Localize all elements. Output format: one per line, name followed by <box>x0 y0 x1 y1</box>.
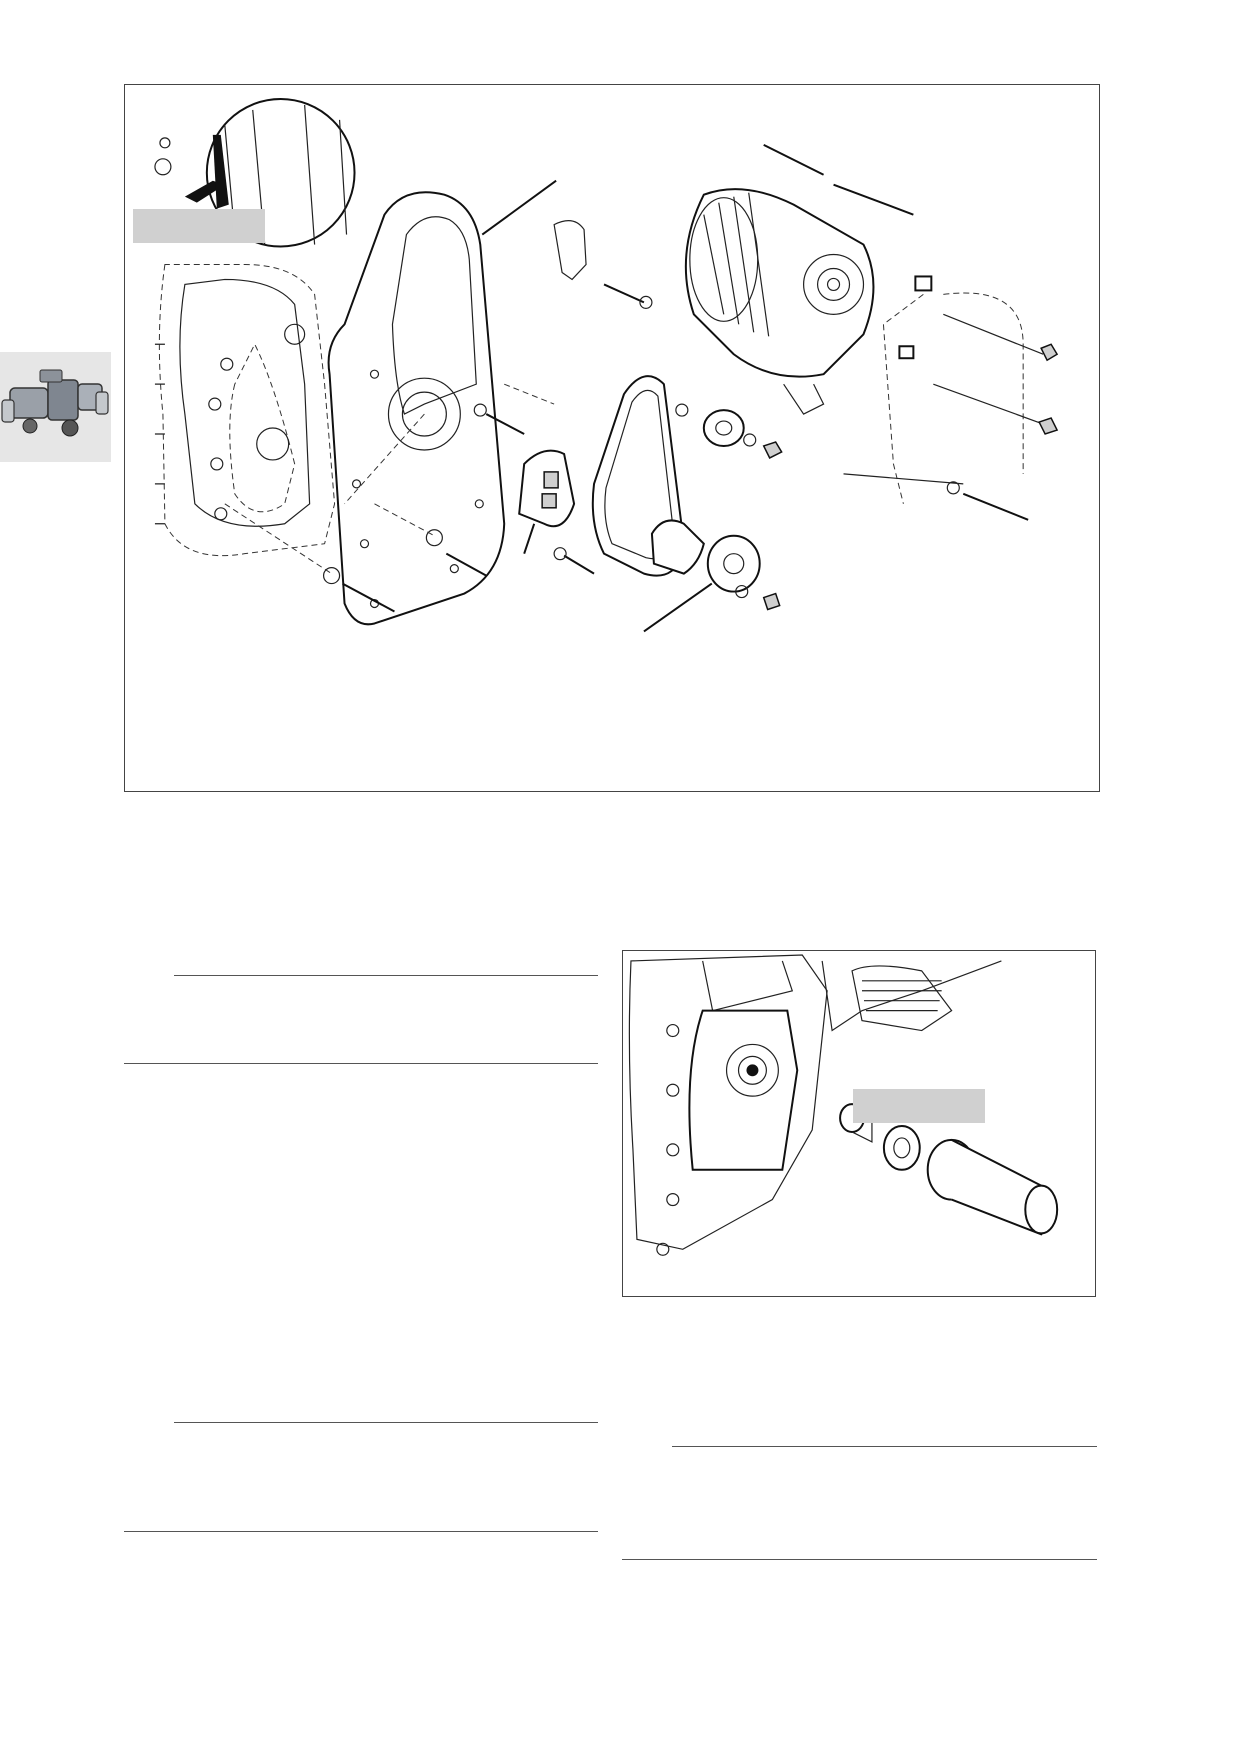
alternator-drawing <box>684 143 933 415</box>
divider-rule <box>174 975 598 976</box>
mounting-frame-drawing <box>843 292 1059 521</box>
divider-rule <box>672 1446 1097 1447</box>
divider-rule <box>174 1422 598 1423</box>
engine-thumbnail-icon <box>1 369 109 437</box>
engine-case-drawing <box>628 954 1002 1256</box>
crank-pulley-drawing <box>553 519 781 633</box>
engine-block-drawing <box>154 263 336 557</box>
lower-bolts-drawing <box>224 503 487 613</box>
figure-label-box <box>853 1089 985 1123</box>
figure-label-box <box>133 209 265 243</box>
exploded-view-figure <box>124 84 1100 792</box>
idler-pulley-drawing <box>675 403 783 459</box>
seal-driver-parts <box>839 1103 1059 1236</box>
timing-cover-drawing <box>327 179 557 626</box>
divider-rule <box>622 1559 1097 1560</box>
bracket-drawing <box>553 220 653 309</box>
section-tab[interactable] <box>0 352 111 462</box>
seal-installation-figure <box>622 950 1096 1297</box>
divider-rule <box>124 1063 598 1064</box>
divider-rule <box>124 1531 598 1532</box>
sensor-plate-drawing <box>473 403 576 554</box>
detail-inset-circle <box>154 97 356 248</box>
